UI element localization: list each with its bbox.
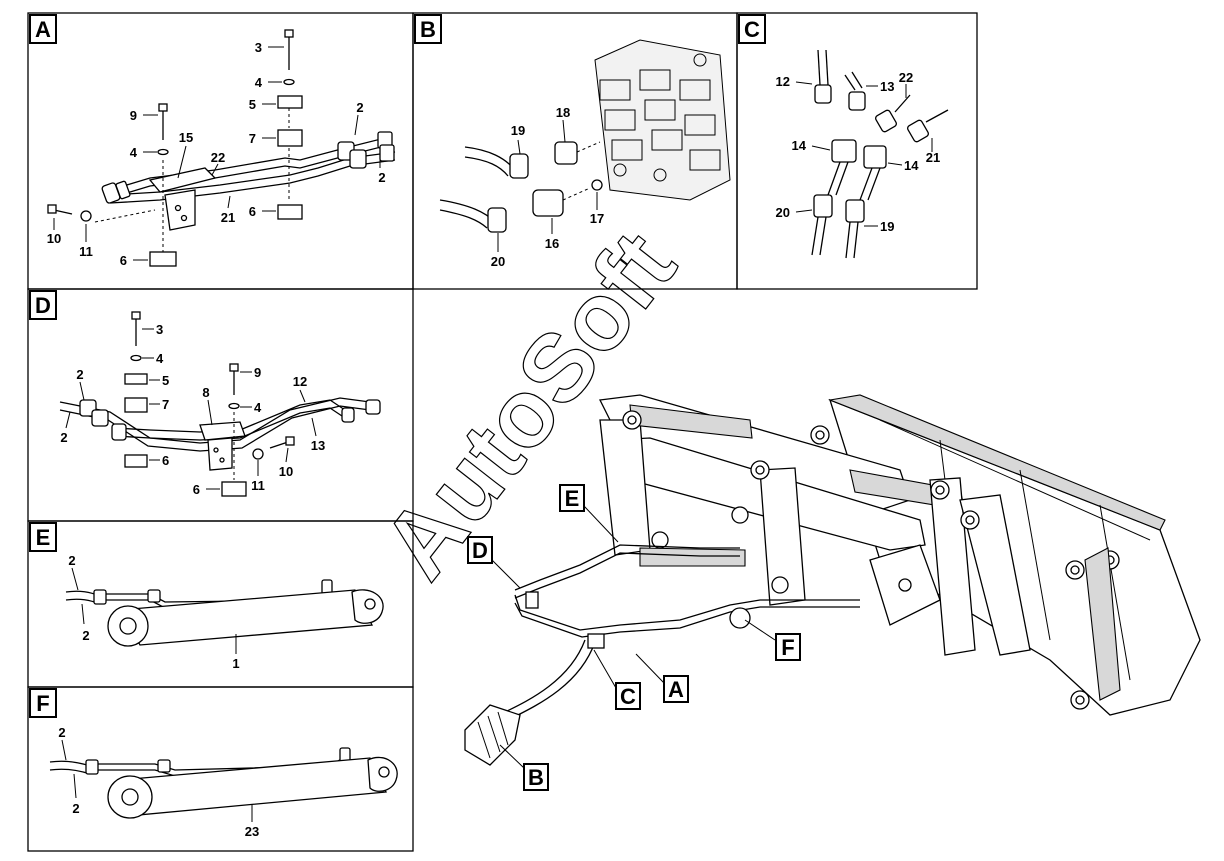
panel-e-drawing	[65, 579, 384, 647]
panel-b-letter: B	[420, 17, 436, 42]
part-label: 4	[254, 400, 262, 415]
part-label: 5	[249, 97, 256, 112]
part-label: 19	[511, 123, 525, 138]
part-label: 14	[792, 138, 807, 153]
part-label: 16	[545, 236, 559, 251]
panel-d-letter: D	[35, 293, 51, 318]
part-label: 2	[378, 170, 385, 185]
panel-f-drawing	[49, 747, 398, 819]
panel-e-labels: 2 2 1	[68, 553, 239, 671]
panel-c-labels: 12 13 22 14 14 21 20 19	[776, 70, 941, 234]
panel-a-drawing	[47, 29, 396, 267]
panel-f-letter: F	[36, 691, 49, 716]
part-label: 4	[130, 145, 138, 160]
part-label: 21	[221, 210, 235, 225]
part-label: 4	[255, 75, 263, 90]
part-label: 2	[58, 725, 65, 740]
part-label: 10	[47, 231, 61, 246]
part-label: 6	[193, 482, 200, 497]
part-label: 21	[926, 150, 940, 165]
part-label: 12	[776, 74, 790, 89]
part-label: 2	[76, 367, 83, 382]
part-label: 22	[211, 150, 225, 165]
part-label: 11	[79, 244, 93, 259]
panel-a-letter: A	[35, 17, 51, 42]
part-label: 19	[880, 219, 894, 234]
part-label: 4	[156, 351, 164, 366]
part-label: 2	[72, 801, 79, 816]
part-label: 9	[130, 108, 137, 123]
part-label: 18	[556, 105, 570, 120]
part-label: 2	[82, 628, 89, 643]
part-label: 7	[249, 131, 256, 146]
part-label: 3	[255, 40, 262, 55]
part-label: 6	[120, 253, 127, 268]
part-label: 2	[60, 430, 67, 445]
part-label: 20	[491, 254, 505, 269]
part-label: 6	[249, 204, 256, 219]
part-label: 7	[162, 397, 169, 412]
part-label: 15	[179, 130, 193, 145]
callout-f: F	[781, 635, 794, 660]
overview-callouts: E D F C A B	[467, 484, 801, 791]
part-label: 2	[68, 553, 75, 568]
part-label: 12	[293, 374, 307, 389]
part-label: 11	[251, 478, 265, 493]
part-label: 13	[880, 79, 894, 94]
panel-letters: A B C D E F	[29, 14, 766, 718]
panel-a-labels: 3 4 5 7 9 15 22 4 2 2 10 11 21 6 6	[47, 40, 386, 268]
part-label: 22	[899, 70, 913, 85]
panel-frames	[27, 12, 978, 852]
part-label: 20	[776, 205, 790, 220]
callout-e: E	[565, 486, 580, 511]
panel-d-drawing	[59, 311, 381, 497]
part-label: 9	[254, 365, 261, 380]
panel-c-letter: C	[744, 17, 760, 42]
part-label: 2	[356, 100, 363, 115]
part-label: 5	[162, 373, 169, 388]
part-label: 3	[156, 322, 163, 337]
panel-f-labels: 2 2 23	[58, 725, 259, 839]
part-label: 1	[232, 656, 239, 671]
part-label: 23	[245, 824, 259, 839]
panel-e-letter: E	[36, 525, 51, 550]
panel-c-frame	[736, 12, 978, 290]
panel-d-labels: 3 4 5 7 9 4 2 2 8 12 13 6 11 10 6	[60, 322, 325, 497]
panel-b-labels: 19 18 17 16 20	[491, 105, 604, 269]
part-label: 8	[202, 385, 209, 400]
callout-d: D	[472, 538, 488, 563]
part-label: 17	[590, 211, 604, 226]
callout-b: B	[528, 765, 544, 790]
panel-f-frame	[27, 686, 414, 852]
part-label: 6	[162, 453, 169, 468]
callout-c: C	[620, 684, 636, 709]
part-label: 10	[279, 464, 293, 479]
loader-overview	[464, 394, 1201, 766]
callout-a: A	[668, 677, 684, 702]
panel-b-drawing	[439, 39, 731, 233]
part-label: 14	[904, 158, 919, 173]
part-label: 13	[311, 438, 325, 453]
panel-c-drawing	[811, 49, 949, 259]
